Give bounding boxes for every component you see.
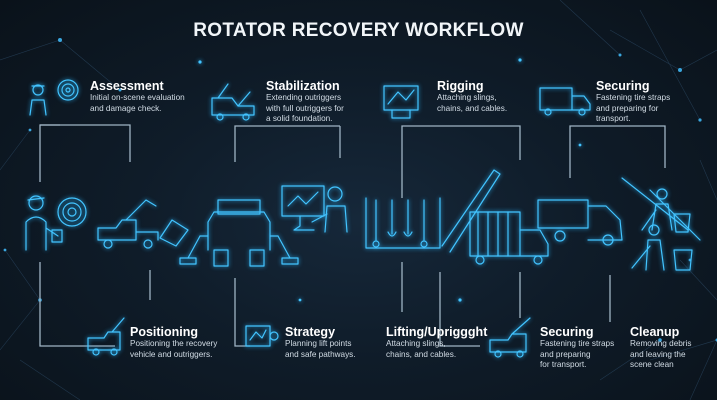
step-title: Lifting/Upriggght [386, 325, 488, 339]
connector-assessment [39, 124, 60, 182]
description-line: vehicle and outriggers. [130, 349, 213, 359]
step-rigging: Rigging Attaching slings, chains, and ca… [437, 79, 507, 114]
step-positioning: Positioning Positioning the recovery veh… [130, 325, 217, 360]
connector-rigging [401, 125, 521, 198]
step-description: Removing debris and leaving the scene cl… [630, 339, 691, 371]
step-title: Securing [540, 325, 594, 339]
description-line: and damage check. [90, 103, 162, 113]
step-title: Assessment [90, 79, 164, 93]
step-title: Rigging [437, 79, 484, 93]
step-description: Positioning the recovery vehicle and out… [130, 339, 217, 360]
step-strategy: Strategy Planning lift points and safe p… [285, 325, 356, 360]
step-title: Stabilization [266, 79, 340, 93]
planning-monitor-illustration [281, 185, 348, 233]
connector-lines [39, 124, 666, 347]
description-line: chains, and cables. [386, 349, 457, 359]
description-line: and leaving the [630, 349, 686, 359]
planning-monitor-icon [245, 325, 279, 347]
rigging-chains-illustration [365, 197, 441, 249]
semi-truck-illustration [537, 177, 701, 246]
outrigger-truck-icon [211, 83, 255, 121]
crane-truck-icon [489, 317, 531, 358]
description-line: scene clean [630, 360, 674, 369]
step-stabilization: Stabilization Extending outriggers with … [266, 79, 344, 125]
description-line: and preparing for [596, 103, 659, 113]
description-line: Positioning the recovery [130, 339, 218, 348]
description-line: a solid foundation. [266, 114, 333, 123]
step-assessment: Assessment Initial on-scene evaluation a… [90, 79, 185, 114]
description-line: Planning lift points [285, 339, 352, 348]
description-line: and preparing [540, 349, 591, 359]
description-line: Initial on-scene evaluation [90, 93, 185, 102]
step-cleanup: Cleanup Removing debris and leaving the … [630, 325, 691, 371]
step-lifting: Lifting/Upriggght Attaching slings, chai… [386, 325, 487, 360]
step-description: Attaching slings, chains, and cables. [386, 339, 487, 360]
description-line: and safe pathways. [285, 349, 356, 359]
description-line: transport. [596, 114, 631, 123]
step-securing-top: Securing Fastening tire straps and prepa… [596, 79, 670, 125]
description-line: chains, and cables. [437, 103, 508, 113]
step-title: Securing [596, 79, 650, 93]
step-title: Cleanup [630, 325, 680, 339]
outrigger-truck-illustration [179, 199, 299, 267]
description-line: Extending outriggers [266, 93, 342, 102]
description-line: Attaching slings, [437, 93, 497, 102]
step-description: Attaching slings, chains, and cables. [437, 93, 507, 114]
connector-assessment-right [40, 124, 131, 162]
step-title: Positioning [130, 325, 199, 339]
connector-strategy [234, 278, 250, 347]
description-line: Removing debris [630, 339, 692, 348]
connector-lifting-right [439, 272, 480, 347]
page-title: ROTATOR RECOVERY WORKFLOW [193, 20, 524, 41]
description-line: with full outriggers for [266, 103, 344, 113]
connector-positioning [39, 262, 115, 347]
connector-stabilization [234, 125, 340, 162]
description-line: Fastening tire straps [596, 93, 671, 102]
cleanup-workers-illustration [631, 188, 693, 271]
description-line: for transport. [540, 360, 587, 369]
step-description: Fastening tire straps and preparing for … [540, 339, 614, 371]
rigging-diagram-icon [383, 85, 419, 119]
radar-dish-illustration [57, 197, 87, 227]
step-title: Strategy [285, 325, 336, 339]
step-description: Extending outriggers with full outrigger… [266, 93, 344, 125]
tow-truck-icon [87, 317, 125, 356]
step-securing-bottom: Securing Fastening tire straps and prepa… [540, 325, 614, 371]
crane-container-illustration [441, 169, 549, 265]
step-description: Planning lift points and safe pathways. [285, 339, 356, 360]
connector-securing [569, 125, 666, 178]
tow-truck-illustration [97, 199, 189, 249]
step-description: Initial on-scene evaluation and damage c… [90, 93, 185, 114]
step-description: Fastening tire straps and preparing for … [596, 93, 670, 125]
transport-truck-icon [539, 87, 591, 116]
worker-with-radar-icon [29, 79, 79, 116]
glow-dots [198, 58, 582, 302]
worker-figure-illustration [25, 195, 63, 251]
description-line: Attaching slings, [386, 339, 446, 348]
description-line: Fastening tire straps [540, 339, 615, 348]
